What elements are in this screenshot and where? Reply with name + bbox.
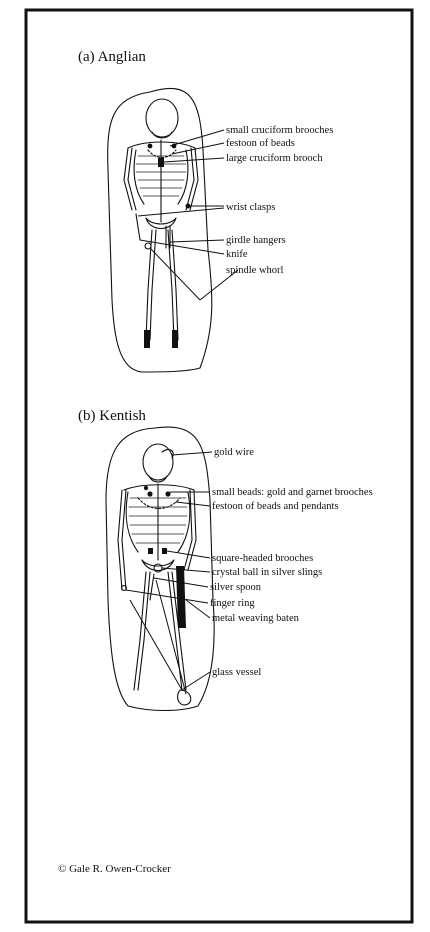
- label-festoon-beads-pendants: festoon of beads and pendants: [212, 501, 339, 512]
- label-girdle-hangers: girdle hangers: [226, 235, 286, 246]
- garnet-brooch-left: [147, 491, 152, 496]
- garnet-brooch-right: [165, 491, 170, 496]
- figure-border: [26, 10, 412, 922]
- label-crystal-ball: crystal ball in silver slings: [212, 567, 322, 578]
- label-small-beads-brooches: small beads: gold and garnet brooches: [212, 487, 373, 498]
- panel-b-heading: (b) Kentish: [78, 408, 146, 424]
- label-festoon-of-beads: festoon of beads: [226, 138, 295, 149]
- label-square-headed-brooches: square-headed brooches: [212, 553, 313, 564]
- small-brooch-left: [148, 144, 153, 149]
- wrist-clasp-mark: [186, 204, 191, 209]
- label-knife: knife: [226, 249, 248, 260]
- label-gold-wire: gold wire: [214, 447, 254, 458]
- label-large-cruciform-brooch: large cruciform brooch: [226, 153, 323, 164]
- label-finger-ring: finger ring: [210, 598, 255, 609]
- square-brooch-right: [162, 548, 167, 554]
- label-silver-spoon: silver spoon: [210, 582, 262, 593]
- copyright-credit: © Gale R. Owen-Crocker: [58, 863, 171, 875]
- label-wrist-clasps: wrist clasps: [226, 202, 275, 213]
- label-spindle-whorl: spindle whorl: [226, 265, 284, 276]
- panel-a-heading: (a) Anglian: [78, 49, 146, 65]
- large-brooch-mark: [158, 158, 164, 167]
- label-glass-vessel: glass vessel: [212, 667, 261, 678]
- label-metal-weaving-baten: metal weaving baten: [212, 613, 300, 624]
- square-brooch-left: [148, 548, 153, 554]
- small-beads-mark: [144, 486, 148, 490]
- label-small-cruciform-brooches: small cruciform brooches: [226, 125, 333, 136]
